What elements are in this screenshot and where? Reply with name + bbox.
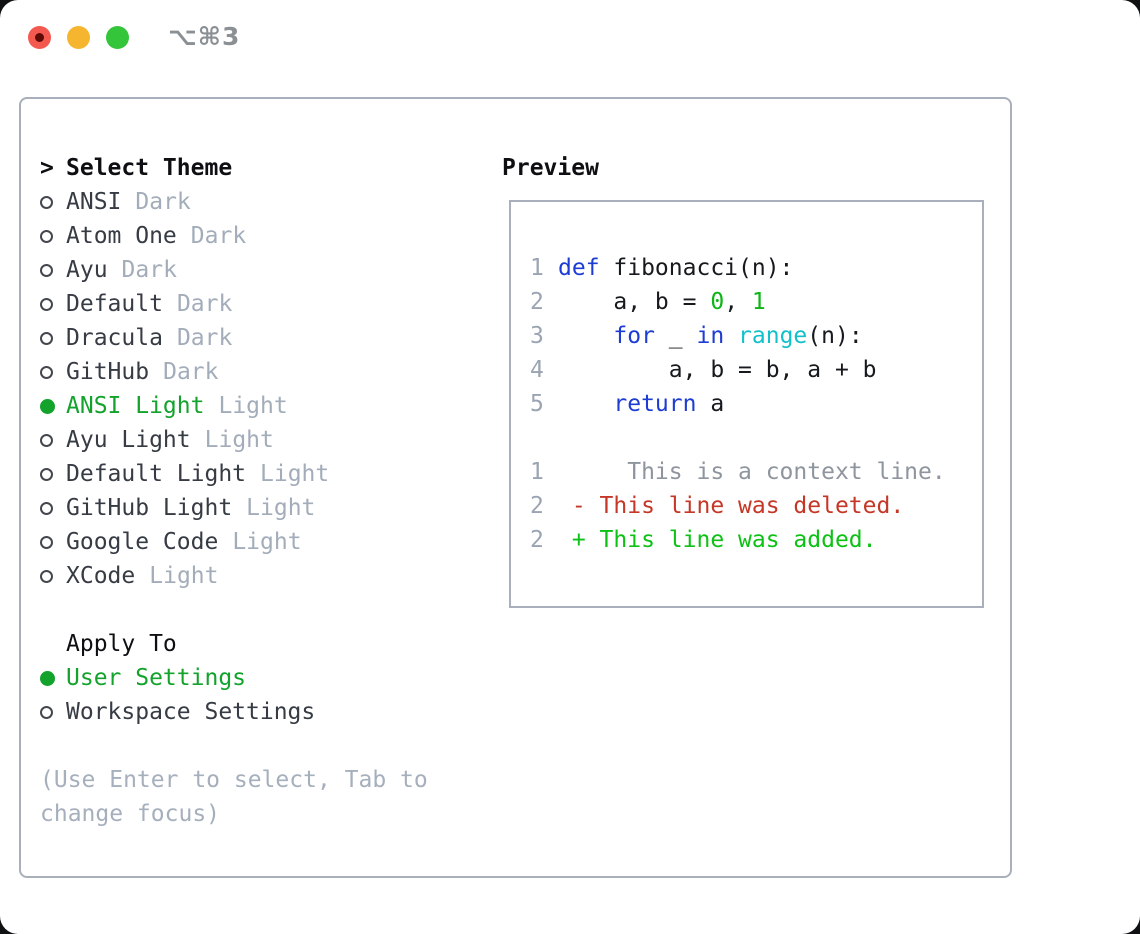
theme-variant-label: Light	[204, 427, 274, 453]
theme-name: Ayu Light	[66, 427, 191, 453]
line-number: 2	[530, 493, 544, 519]
theme-variant-label: Light	[232, 529, 302, 555]
theme-name: ANSI	[66, 189, 122, 215]
theme-name: XCode	[66, 563, 136, 589]
theme-option-ayu-dark[interactable]: Ayu Dark	[40, 253, 445, 287]
theme-option-atom-one-dark[interactable]: Atom One Dark	[40, 219, 445, 253]
theme-option-google-code-light[interactable]: Google Code Light	[40, 525, 445, 559]
theme-option-dracula-dark[interactable]: Dracula Dark	[40, 321, 445, 355]
preview-line: 1 This is a context line.	[530, 459, 946, 485]
theme-option-ansi-light-light[interactable]: ANSI Light Light	[40, 389, 445, 423]
radio-unselected-icon	[40, 569, 53, 583]
theme-option-xcode-light[interactable]: XCode Light	[40, 559, 445, 593]
theme-variant-label: Light	[218, 393, 288, 419]
window-shortcut-label: ⌥⌘3	[168, 22, 241, 51]
theme-option-github-dark[interactable]: GitHub Dark	[40, 355, 445, 389]
theme-variant-label: Dark	[176, 325, 233, 351]
theme-option-ayu-light-light[interactable]: Ayu Light Light	[40, 423, 445, 457]
theme-variant-label: Light	[260, 461, 330, 487]
theme-variant-label: Dark	[163, 359, 219, 385]
theme-variant-label: Dark	[176, 291, 233, 317]
zoom-button[interactable]	[106, 26, 129, 49]
theme-variant-label: Light	[149, 563, 219, 589]
radio-unselected-icon	[40, 705, 53, 719]
gap	[40, 729, 445, 763]
radio-unselected-icon	[40, 467, 53, 481]
hint-text: (Use Enter to select, Tab to change focu…	[40, 767, 428, 827]
radio-unselected-icon	[40, 263, 53, 277]
preview-line: 2 + This line was added.	[530, 527, 877, 553]
radio-unselected-icon	[40, 229, 53, 243]
preview-line: 3 for _ in range(n):	[530, 323, 863, 349]
select-theme-header: > Select Theme	[40, 151, 445, 185]
radio-unselected-icon	[40, 365, 53, 379]
line-number: 3	[530, 323, 544, 349]
close-dot-icon	[35, 33, 44, 42]
preview-title: Preview	[502, 155, 599, 181]
theme-variant-label: Dark	[190, 223, 247, 249]
apply-to-title: Apply To	[66, 631, 177, 657]
theme-option-ansi-dark[interactable]: ANSI Dark	[40, 185, 445, 219]
theme-name: Default	[66, 291, 163, 317]
theme-name: Atom One	[66, 223, 177, 249]
line-number: 1	[530, 459, 544, 485]
preview-line: 2 - This line was deleted.	[530, 493, 905, 519]
radio-selected-icon	[40, 398, 55, 414]
select-theme-title: Select Theme	[66, 155, 233, 181]
gap	[40, 593, 445, 627]
radio-unselected-icon	[40, 297, 53, 311]
preview-line	[530, 421, 982, 455]
theme-name: GitHub Light	[66, 495, 233, 521]
preview-line: 5 return a	[530, 391, 725, 417]
prompt-caret-icon: >	[40, 155, 54, 181]
apply-option-label: User Settings	[66, 665, 247, 691]
radio-unselected-icon	[40, 535, 53, 549]
line-number: 2	[530, 527, 544, 553]
close-button[interactable]	[28, 26, 51, 49]
line-number: 2	[530, 289, 544, 315]
theme-variant-label: Light	[246, 495, 316, 521]
apply-option-label: Workspace Settings	[66, 699, 316, 725]
theme-variant-label: Dark	[135, 189, 191, 215]
radio-unselected-icon	[40, 433, 53, 447]
window-titlebar: ⌥⌘3	[0, 0, 1140, 75]
preview-line: 2 a, b = 0, 1	[530, 289, 766, 315]
theme-option-github-light-light[interactable]: GitHub Light Light	[40, 491, 445, 525]
theme-name: Google Code	[66, 529, 219, 555]
line-number: 5	[530, 391, 544, 417]
apply-option-user-settings[interactable]: User Settings	[40, 661, 445, 695]
line-number: 1	[530, 255, 544, 281]
theme-option-default-dark[interactable]: Default Dark	[40, 287, 445, 321]
theme-name: Default Light	[66, 461, 247, 487]
traffic-lights	[28, 26, 129, 49]
apply-option-workspace-settings[interactable]: Workspace Settings	[40, 695, 445, 729]
radio-unselected-icon	[40, 331, 53, 345]
radio-selected-icon	[40, 670, 55, 686]
theme-name: ANSI Light	[66, 393, 205, 419]
minimize-button[interactable]	[67, 26, 90, 49]
theme-variant-label: Dark	[121, 257, 177, 283]
theme-name: Dracula	[66, 325, 163, 351]
apply-to-header: Apply To	[40, 627, 445, 661]
line-number: 4	[530, 357, 544, 383]
radio-unselected-icon	[40, 501, 53, 515]
radio-unselected-icon	[40, 195, 53, 209]
theme-option-default-light-light[interactable]: Default Light Light	[40, 457, 445, 491]
theme-name: Ayu	[66, 257, 108, 283]
theme-name: GitHub	[66, 359, 150, 385]
preview-line: 4 a, b = b, a + b	[530, 357, 877, 383]
